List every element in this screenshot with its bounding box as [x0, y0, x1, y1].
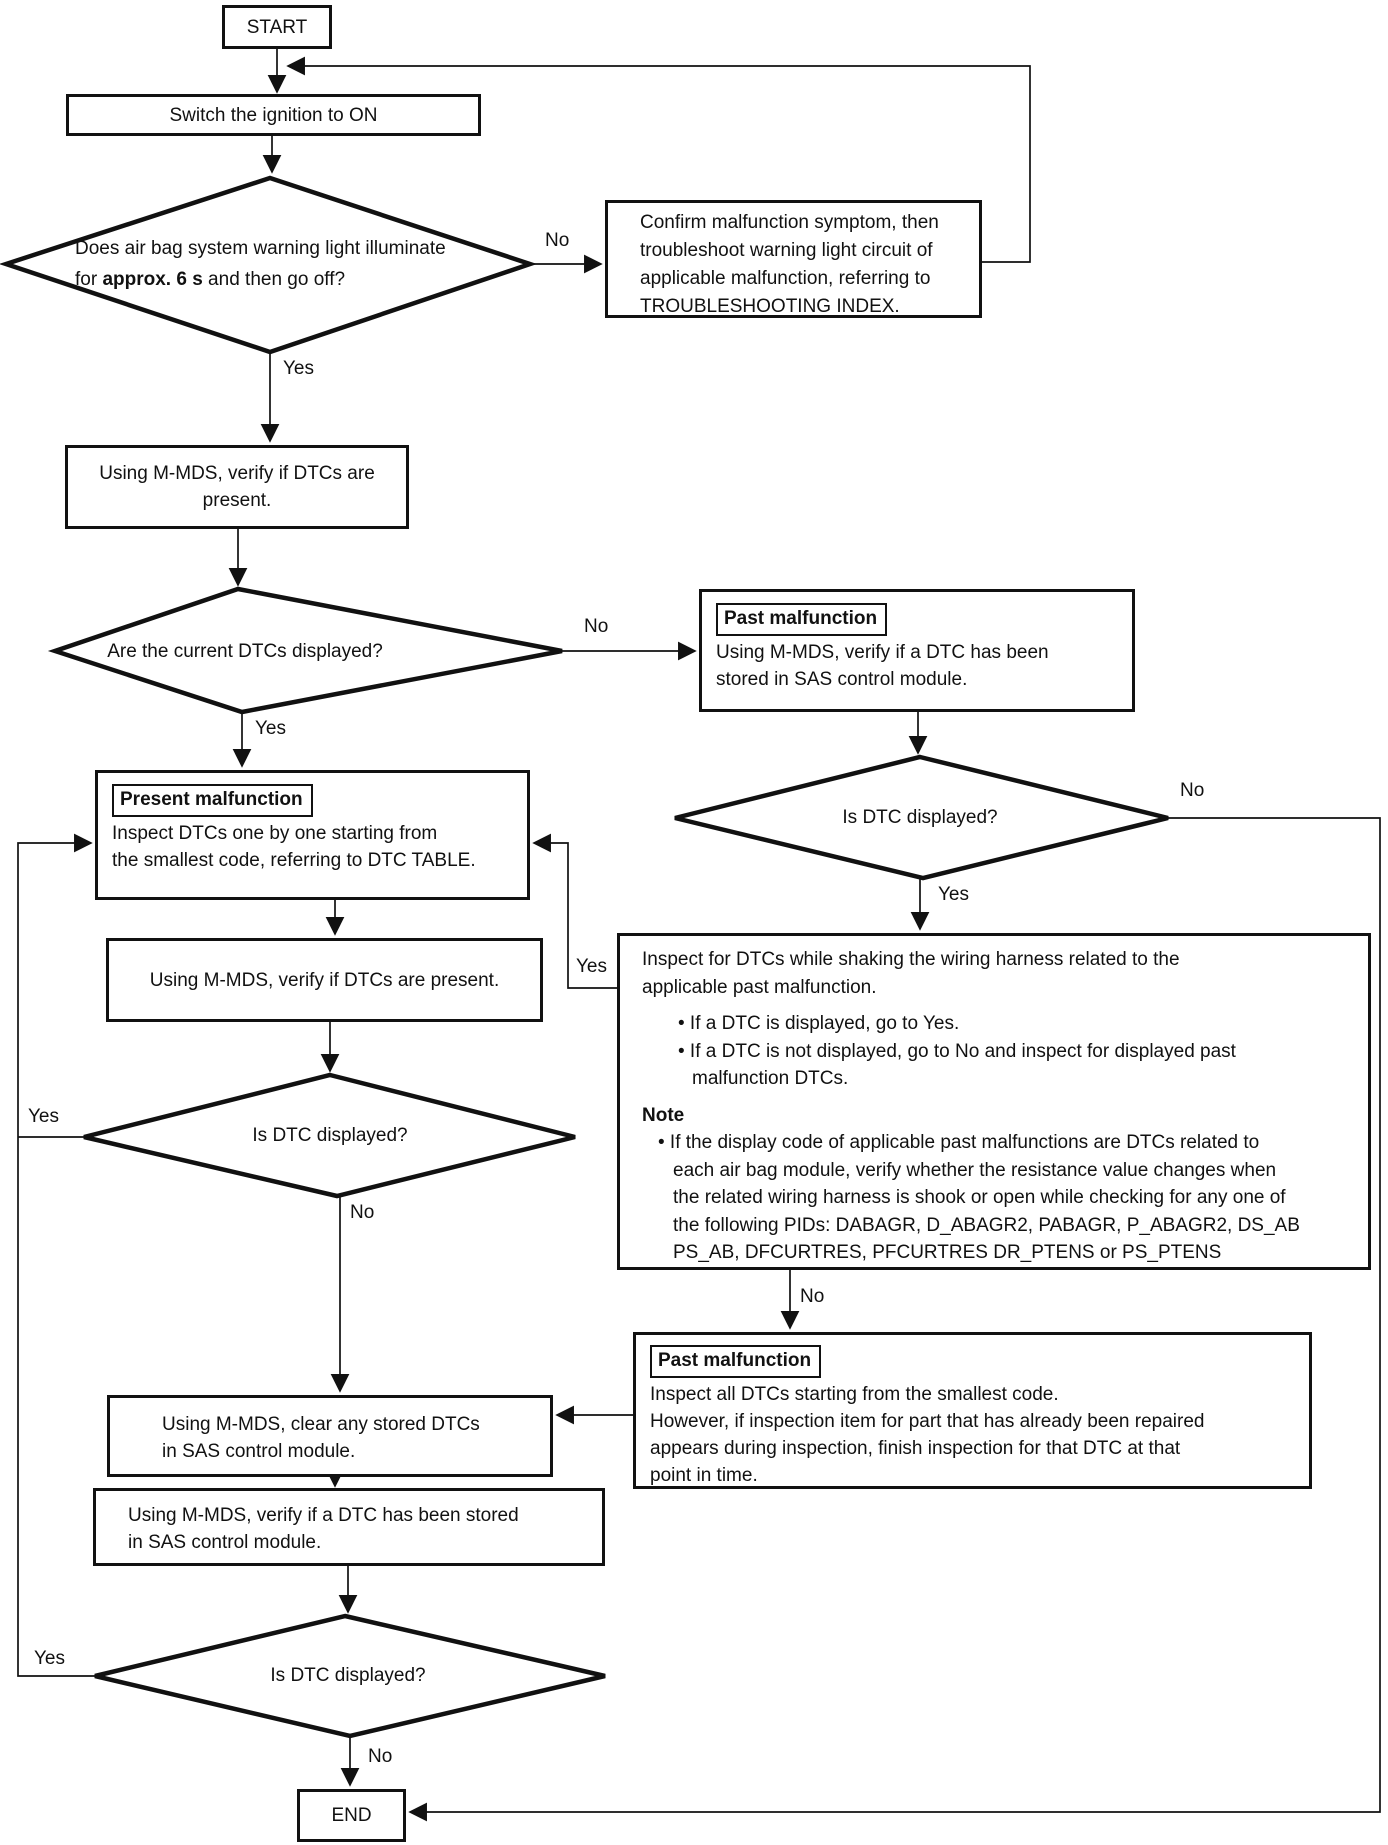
process-present-malfunction: Present malfunction Inspect DTCs one by …	[95, 770, 530, 900]
edge-label-no: No	[1180, 780, 1205, 801]
edge-label-yes: Yes	[255, 718, 286, 739]
d1-line2-prefix: for	[75, 269, 103, 290]
confirm-line: applicable malfunction, referring to	[640, 268, 931, 289]
past2-line: Inspect all DTCs starting from the small…	[650, 1384, 1059, 1405]
decision-current-dtc-text: Are the current DTCs displayed?	[107, 641, 383, 662]
d1-line2-bold: approx. 6 s	[102, 269, 203, 290]
decision-dtc-right-text: Is DTC displayed?	[842, 807, 998, 828]
edge-label-yes: Yes	[28, 1106, 59, 1127]
past1-line: stored in SAS control module.	[716, 669, 968, 690]
bigbox-note-label: Note	[642, 1104, 685, 1126]
process-shake-harness-note: Inspect for DTCs while shaking the wirin…	[617, 933, 1371, 1270]
confirm-line: troubleshoot warning light circuit of	[640, 240, 933, 261]
decision-dtc-right-shape	[674, 754, 1169, 881]
decision-dtc-mid-shape	[83, 1072, 576, 1199]
edge-label-no: No	[545, 230, 570, 251]
decision-warning-light-text: Does air bag system warning light illumi…	[75, 233, 446, 295]
connector-bigbox-yes-rail	[532, 833, 617, 989]
past1-line: Using M-MDS, verify if a DTC has been	[716, 642, 1049, 663]
process-verify-dtcs-1: Using M-MDS, verify if DTCs are present.	[65, 445, 409, 529]
decision-current-dtc-shape	[47, 586, 563, 715]
edge-label-no: No	[368, 1746, 393, 1767]
present-line: the smallest code, referring to DTC TABL…	[112, 850, 476, 871]
past-malfunction-heading: Past malfunction	[650, 1345, 822, 1378]
process-switch-ignition: Switch the ignition to ON	[66, 94, 481, 136]
bigbox-note-cont: each air bag module, verify whether the …	[673, 1159, 1277, 1181]
present-line: Inspect DTCs one by one starting from	[112, 823, 438, 844]
stored-line: Using M-MDS, verify if a DTC has been st…	[128, 1505, 519, 1526]
process-past-malfunction-1: Past malfunction Using M-MDS, verify if …	[699, 589, 1135, 712]
decision-dtc-mid-text: Is DTC displayed?	[252, 1125, 408, 1146]
decision-dtc-bottom-text: Is DTC displayed?	[270, 1665, 426, 1686]
connector-left-rail	[17, 833, 95, 1677]
past2-line: appears during inspection, finish inspec…	[650, 1438, 1181, 1459]
clear-line: Using M-MDS, clear any stored DTCs	[162, 1414, 480, 1435]
bigbox-line: applicable past malfunction.	[642, 976, 877, 998]
edge-label-yes: Yes	[938, 884, 969, 905]
d1-line2-suffix: and then go off?	[202, 269, 346, 290]
terminal-start: START	[222, 5, 332, 49]
d1-line2: for approx. 6 s and then go off?	[75, 264, 446, 295]
process-verify-dtcs-2: Using M-MDS, verify if DTCs are present.	[106, 938, 543, 1022]
process-past-malfunction-2: Past malfunction Inspect all DTCs starti…	[633, 1332, 1312, 1489]
edge-label-yes: Yes	[576, 956, 607, 977]
bigbox-note-bullet: • If the display code of applicable past…	[658, 1132, 1260, 1153]
process-verify-stored-dtc: Using M-MDS, verify if a DTC has been st…	[93, 1488, 605, 1566]
bigbox-note-cont: PS_AB, DFCURTRES, PFCURTRES DR_PTENS or …	[673, 1242, 1222, 1263]
confirm-line: TROUBLESHOOTING INDEX.	[640, 296, 900, 317]
connector-d3-no-rail	[408, 817, 1381, 1822]
clear-line: in SAS control module.	[162, 1441, 356, 1462]
past2-line: However, if inspection item for part tha…	[650, 1411, 1205, 1432]
edge-label-no: No	[584, 616, 609, 637]
bigbox-bullet: • If a DTC is not displayed, go to No an…	[678, 1040, 1236, 1062]
connector-confirm-feedback	[286, 56, 1031, 263]
present-malfunction-heading: Present malfunction	[112, 784, 313, 817]
d1-line1: Does air bag system warning light illumi…	[75, 238, 446, 259]
decision-dtc-bottom-shape	[94, 1613, 606, 1739]
edge-label-yes: Yes	[34, 1648, 65, 1669]
terminal-end: END	[297, 1789, 406, 1842]
stored-line: in SAS control module.	[128, 1532, 322, 1553]
spacer	[642, 1001, 1368, 1010]
confirm-line: Confirm malfunction symptom, then	[640, 212, 939, 233]
past-malfunction-heading: Past malfunction	[716, 603, 888, 636]
bigbox-bullet: • If a DTC is displayed, go to Yes.	[678, 1013, 960, 1034]
past2-line: point in time.	[650, 1465, 758, 1486]
edge-label-no: No	[800, 1286, 825, 1307]
bigbox-line: Inspect for DTCs while shaking the wirin…	[642, 949, 1180, 970]
bigbox-note-cont: the related wiring harness is shook or o…	[673, 1187, 1286, 1208]
edge-label-yes: Yes	[283, 358, 314, 379]
spacer	[642, 1093, 1368, 1102]
edge-label-no: No	[350, 1202, 375, 1223]
bigbox-note-cont: the following PIDs: DABAGR, D_ABAGR2, PA…	[673, 1214, 1300, 1236]
process-confirm-symptom: Confirm malfunction symptom, then troubl…	[605, 200, 982, 318]
process-clear-dtcs: Using M-MDS, clear any stored DTCs in SA…	[107, 1395, 553, 1477]
bigbox-bullet-cont: malfunction DTCs.	[692, 1068, 849, 1089]
decision-warning-light-shape	[0, 175, 538, 355]
